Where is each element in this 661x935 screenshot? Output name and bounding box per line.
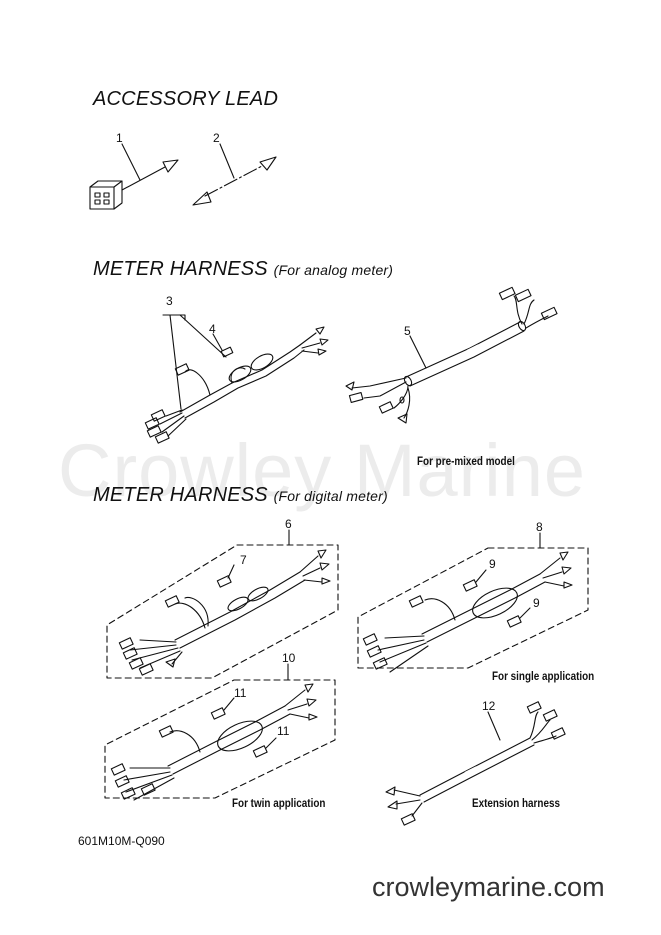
part-2-accessory-lead — [192, 143, 277, 206]
website-footer: crowleymarine.com — [372, 872, 605, 902]
part-7-connector — [216, 564, 235, 588]
analog-heading-main: METER HARNESS — [93, 258, 268, 280]
analog-meter-harness-heading: METER HARNESS (For analog meter) — [93, 258, 393, 281]
part-number-3: 3 — [166, 294, 173, 308]
digital-heading-sub: (For digital meter) — [273, 488, 388, 504]
part-4-connector — [212, 333, 234, 358]
part-9-connectors — [462, 569, 531, 628]
part-number-11b: 11 — [277, 724, 290, 738]
part-5-premixed-harness — [345, 286, 558, 424]
part-number-9a: 9 — [489, 557, 496, 571]
part-1-accessory-lead — [89, 143, 179, 210]
analog-heading-sub: (For analog meter) — [273, 262, 394, 278]
part-number-1: 1 — [116, 131, 123, 145]
part-10-twin-harness — [104, 663, 336, 801]
part-12-extension-harness — [385, 701, 566, 826]
part-number-7: 7 — [240, 553, 247, 567]
part-number-9b: 9 — [533, 596, 540, 610]
watermark: Crowley Marine — [58, 429, 587, 512]
part-number-11a: 11 — [234, 686, 247, 700]
part-number-5: 5 — [404, 324, 411, 338]
digital-heading-main: METER HARNESS — [93, 484, 268, 506]
part-number-2: 2 — [213, 131, 220, 145]
part-number-4: 4 — [209, 322, 216, 336]
part-11-connectors — [210, 697, 277, 758]
caption-extension: Extension harness — [472, 798, 560, 810]
caption-premixed: For pre-mixed model — [417, 456, 515, 468]
digital-meter-harness-heading: METER HARNESS (For digital meter) — [93, 484, 388, 507]
caption-twin: For twin application — [232, 798, 326, 810]
diagram-code: 601M10M-Q090 — [78, 834, 165, 848]
part-number-8: 8 — [536, 520, 543, 534]
accessory-lead-heading: ACCESSORY LEAD — [93, 88, 279, 110]
part-6-digital-harness — [106, 529, 339, 679]
part-number-10: 10 — [282, 651, 296, 665]
part-3-analog-harness — [144, 314, 329, 444]
part-8-single-harness — [357, 532, 589, 673]
caption-single: For single application — [492, 671, 595, 683]
part-number-6: 6 — [285, 517, 292, 531]
part-number-12: 12 — [482, 699, 496, 713]
